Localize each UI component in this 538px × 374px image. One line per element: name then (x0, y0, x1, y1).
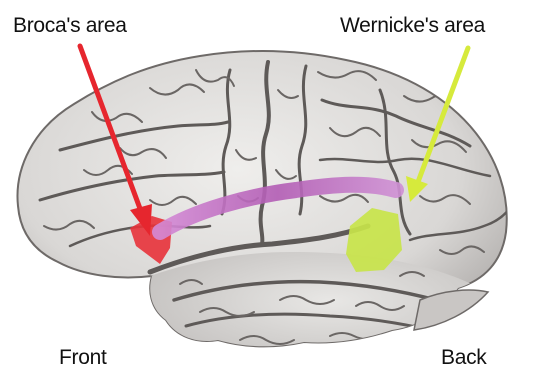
back-label: Back (441, 347, 487, 368)
broca-label: Broca's area (13, 15, 127, 36)
front-label: Front (59, 347, 107, 368)
brain-illustration (17, 51, 510, 374)
wernicke-label: Wernicke's area (340, 15, 485, 36)
